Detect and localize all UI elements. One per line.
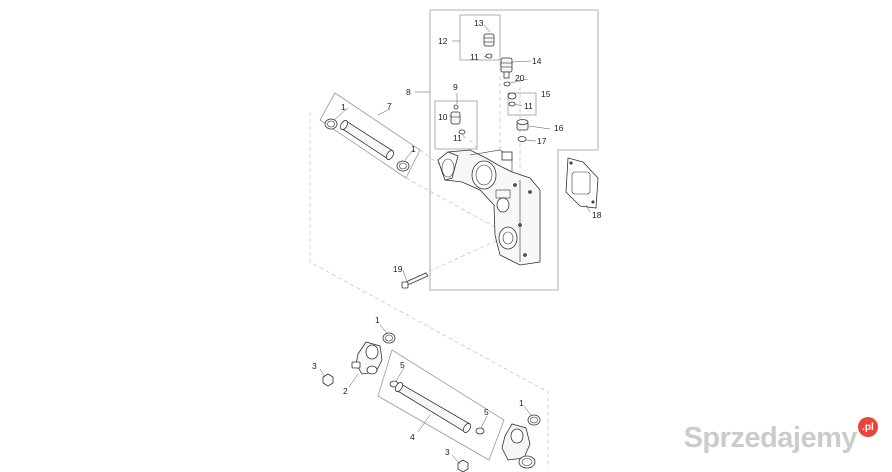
callout-5-left: 5 [400, 360, 405, 370]
valve-14 [500, 57, 513, 79]
group-15-frame [507, 92, 537, 116]
group-4-frame [377, 349, 505, 461]
tube-7 [324, 118, 410, 172]
callout-20: 20 [515, 73, 525, 83]
housing-block [437, 149, 541, 266]
callout-10: 10 [438, 112, 448, 122]
group-10-frame [434, 100, 478, 150]
oring-11-top [485, 53, 493, 59]
watermark-text: Sprzedajemy [683, 422, 858, 454]
callout-19: 19 [393, 264, 403, 274]
watermark-badge: .pl [858, 417, 878, 437]
callout-11-top: 11 [470, 52, 479, 62]
bolt-3-left [322, 373, 334, 387]
callout-9: 9 [453, 82, 458, 92]
callout-3-right: 3 [445, 447, 450, 457]
oring-20 [503, 81, 511, 87]
callout-7: 7 [387, 101, 392, 111]
cap-16 [516, 119, 529, 131]
bolt-19 [401, 272, 429, 289]
assembly-8-frame [429, 9, 599, 291]
callout-1-upper-right: 1 [411, 144, 416, 154]
callout-12: 12 [438, 36, 448, 46]
callout-2-left: 2 [343, 386, 348, 396]
callout-4: 4 [410, 432, 415, 442]
oring-17 [517, 136, 527, 142]
elbow-2-left [351, 332, 396, 375]
callout-8: 8 [406, 87, 411, 97]
leader-lines [319, 24, 591, 465]
sensor-10 [450, 104, 466, 135]
group-12-frame [459, 14, 501, 61]
oring-11-mid [508, 101, 516, 107]
elbow-2-right [501, 414, 541, 469]
plug-15 [507, 92, 517, 100]
callout-3-left: 3 [312, 361, 317, 371]
callout-15: 15 [541, 89, 551, 99]
callout-5-right: 5 [484, 407, 489, 417]
callout-labels: 1 7 1 8 12 13 11 9 10 11 14 20 15 11 16 … [312, 18, 602, 457]
callout-1-lower-right: 1 [519, 398, 524, 408]
callout-1-upper-left: 1 [341, 102, 346, 112]
gasket-18 [565, 157, 599, 209]
callout-18: 18 [592, 210, 602, 220]
callout-13: 13 [474, 18, 484, 28]
callout-11-sensor: 11 [453, 133, 462, 143]
callout-16: 16 [554, 123, 564, 133]
tube-4 [389, 380, 485, 435]
fitting-13 [483, 33, 495, 47]
watermark: Sprzedajemy .pl [683, 417, 878, 458]
callout-1-lower-left: 1 [375, 315, 380, 325]
callout-11-mid: 11 [524, 101, 533, 111]
callout-14: 14 [532, 56, 542, 66]
bolt-3-right [457, 459, 469, 472]
callout-17: 17 [537, 136, 547, 146]
